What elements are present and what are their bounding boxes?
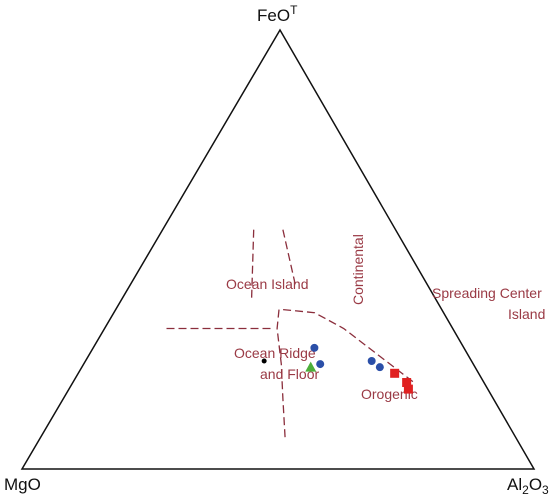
data-point-circle-2	[367, 357, 376, 366]
vertex-label-feo: FeOT	[257, 3, 298, 25]
field-label-ocean-ridge: Ocean Ridge	[234, 345, 316, 361]
field-label-orogenic: Orogenic	[361, 386, 418, 402]
field-label-ocean-island: Ocean Island	[226, 276, 309, 292]
vertex-label-al2o3: Al2O3	[507, 475, 549, 497]
data-point-circle-0	[310, 343, 319, 352]
field-label-spreading-center: Spreading Center	[432, 285, 542, 301]
field-boundary-4	[283, 308, 415, 384]
field-label-and-floor: and Floor	[260, 366, 319, 382]
data-point-square-1	[402, 378, 412, 388]
field-label-island: Island	[508, 306, 545, 322]
data-point-circle-1	[316, 360, 325, 369]
data-point-square-2	[403, 384, 413, 394]
field-boundary-3	[276, 309, 286, 438]
vertex-label-mgo: MgO	[4, 475, 41, 494]
data-point-dot-0	[261, 358, 267, 364]
field-label-continental: Continental	[350, 234, 366, 305]
data-points	[261, 343, 413, 394]
field-boundaries	[166, 229, 415, 438]
data-point-circle-3	[375, 363, 384, 372]
data-point-triangle-0	[305, 361, 317, 372]
ternary-frame	[20, 28, 536, 470]
field-boundary-1	[282, 229, 297, 288]
data-point-square-0	[390, 368, 400, 378]
